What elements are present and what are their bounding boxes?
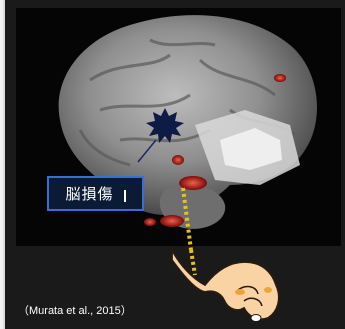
lesion-label-text: 脳損傷	[65, 183, 113, 204]
activation-spot	[144, 218, 156, 226]
lesion-label: 脳損傷	[47, 176, 144, 211]
brain-scan	[0, 0, 345, 250]
lesion-label-mark	[124, 190, 126, 202]
citation: （Murata et al., 2015）	[18, 302, 132, 318]
activation-spot	[172, 155, 184, 165]
activation-spot	[160, 215, 184, 227]
activation-spot	[274, 74, 286, 82]
activation-spot	[179, 176, 207, 190]
